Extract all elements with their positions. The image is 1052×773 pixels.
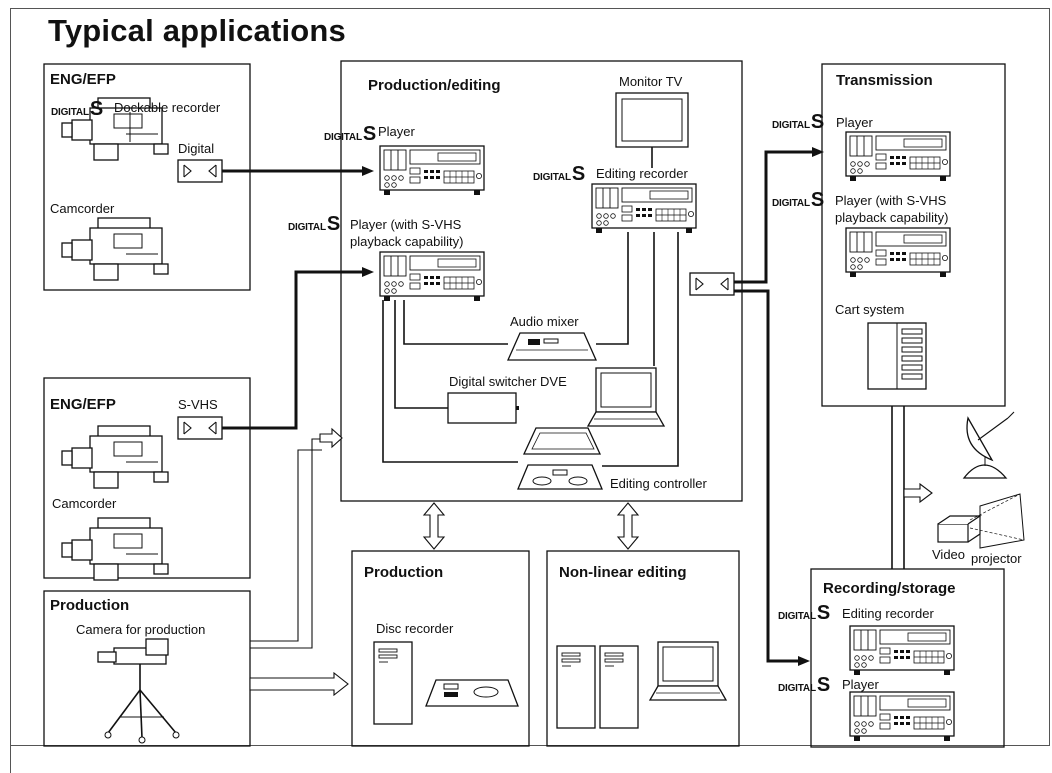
- eng-efp-svhs-box: [43, 377, 251, 579]
- transmission-box: [821, 63, 1006, 407]
- signal-lines: [222, 150, 816, 663]
- digital-s-logo: DIGITALS: [778, 674, 831, 696]
- digital-s-logo: DIGITALS: [51, 98, 104, 120]
- svhs-tape-label: S-VHS: [178, 397, 218, 412]
- recording-storage-title: Recording/storage: [823, 580, 956, 597]
- monitor-tv-label: Monitor TV: [619, 74, 683, 89]
- dockable-recorder-label: Dockable recorder: [114, 100, 221, 115]
- digital-s-logo: DIGITALS: [778, 602, 831, 624]
- cart-system-icon: [867, 322, 927, 390]
- production-mid-box: [351, 550, 530, 747]
- audio-mixer-label: Audio mixer: [510, 314, 579, 329]
- editing-tablet-icon: [522, 427, 602, 455]
- player-svhs-label-2: playback capability): [350, 234, 464, 249]
- page-title: Typical applications: [48, 13, 347, 48]
- digital-s-logo: DIGITALS: [288, 213, 341, 235]
- transmission-player-label: Player: [836, 115, 873, 130]
- player-label: Player: [378, 124, 415, 139]
- editing-controller-label: Editing controller: [610, 476, 707, 491]
- camcorder-label: Camcorder: [50, 201, 115, 216]
- video-projector-icon: [937, 493, 1025, 549]
- page-edge-tick: [10, 746, 11, 773]
- digital-tape-label: Digital: [178, 141, 215, 156]
- diagram-page: [10, 8, 1050, 746]
- disc-recorder-label: Disc recorder: [376, 621, 454, 636]
- transmission-player-svhs-2: playback capability): [835, 210, 949, 225]
- camcorder-label-2: Camcorder: [52, 496, 117, 511]
- internal-lines: [382, 147, 905, 569]
- recording-player-label: Player: [842, 677, 879, 692]
- transmission-player-svhs-1: Player (with S-VHS: [835, 193, 947, 208]
- eng-efp-title: ENG/EFP: [50, 71, 116, 88]
- digital-s-logo: DIGITALS: [772, 189, 825, 211]
- nonlinear-title: Non-linear editing: [559, 564, 687, 581]
- monitor-tv-icon: [615, 92, 689, 148]
- camera-production-label: Camera for production: [76, 622, 206, 637]
- cart-system-label: Cart system: [835, 302, 905, 317]
- recording-editing-recorder-label: Editing recorder: [842, 606, 934, 621]
- eng-efp-box: [43, 63, 251, 291]
- digital-switcher-icon: [447, 392, 519, 424]
- digital-switcher-label: Digital switcher DVE: [449, 374, 567, 389]
- video-label: Video: [932, 547, 966, 562]
- projector-label: projector: [971, 551, 1022, 566]
- recording-storage-box: [810, 568, 1005, 748]
- production-left-box: [43, 590, 251, 747]
- editing-recorder-label: Editing recorder: [596, 166, 688, 181]
- production-camera-icon: [97, 638, 180, 744]
- disc-controller-icon: [425, 679, 519, 707]
- satellite-dish-icon: [962, 411, 1015, 479]
- production-mid-title: Production: [364, 564, 444, 581]
- digital-s-logo: DIGITALS: [324, 123, 377, 145]
- audio-mixer-icon: [506, 332, 598, 361]
- production-editing-title: Production/editing: [368, 77, 501, 94]
- nonlinear-box: [546, 550, 740, 747]
- digital-s-logo: DIGITALS: [772, 111, 825, 133]
- player-svhs-label-1: Player (with S-VHS: [350, 217, 462, 232]
- transmission-title: Transmission: [836, 72, 933, 89]
- eng-efp-title-2: ENG/EFP: [50, 396, 116, 413]
- production-left-title: Production: [50, 597, 130, 614]
- editing-controller-icon: [517, 464, 603, 490]
- digital-s-logo: DIGITALS: [533, 163, 586, 185]
